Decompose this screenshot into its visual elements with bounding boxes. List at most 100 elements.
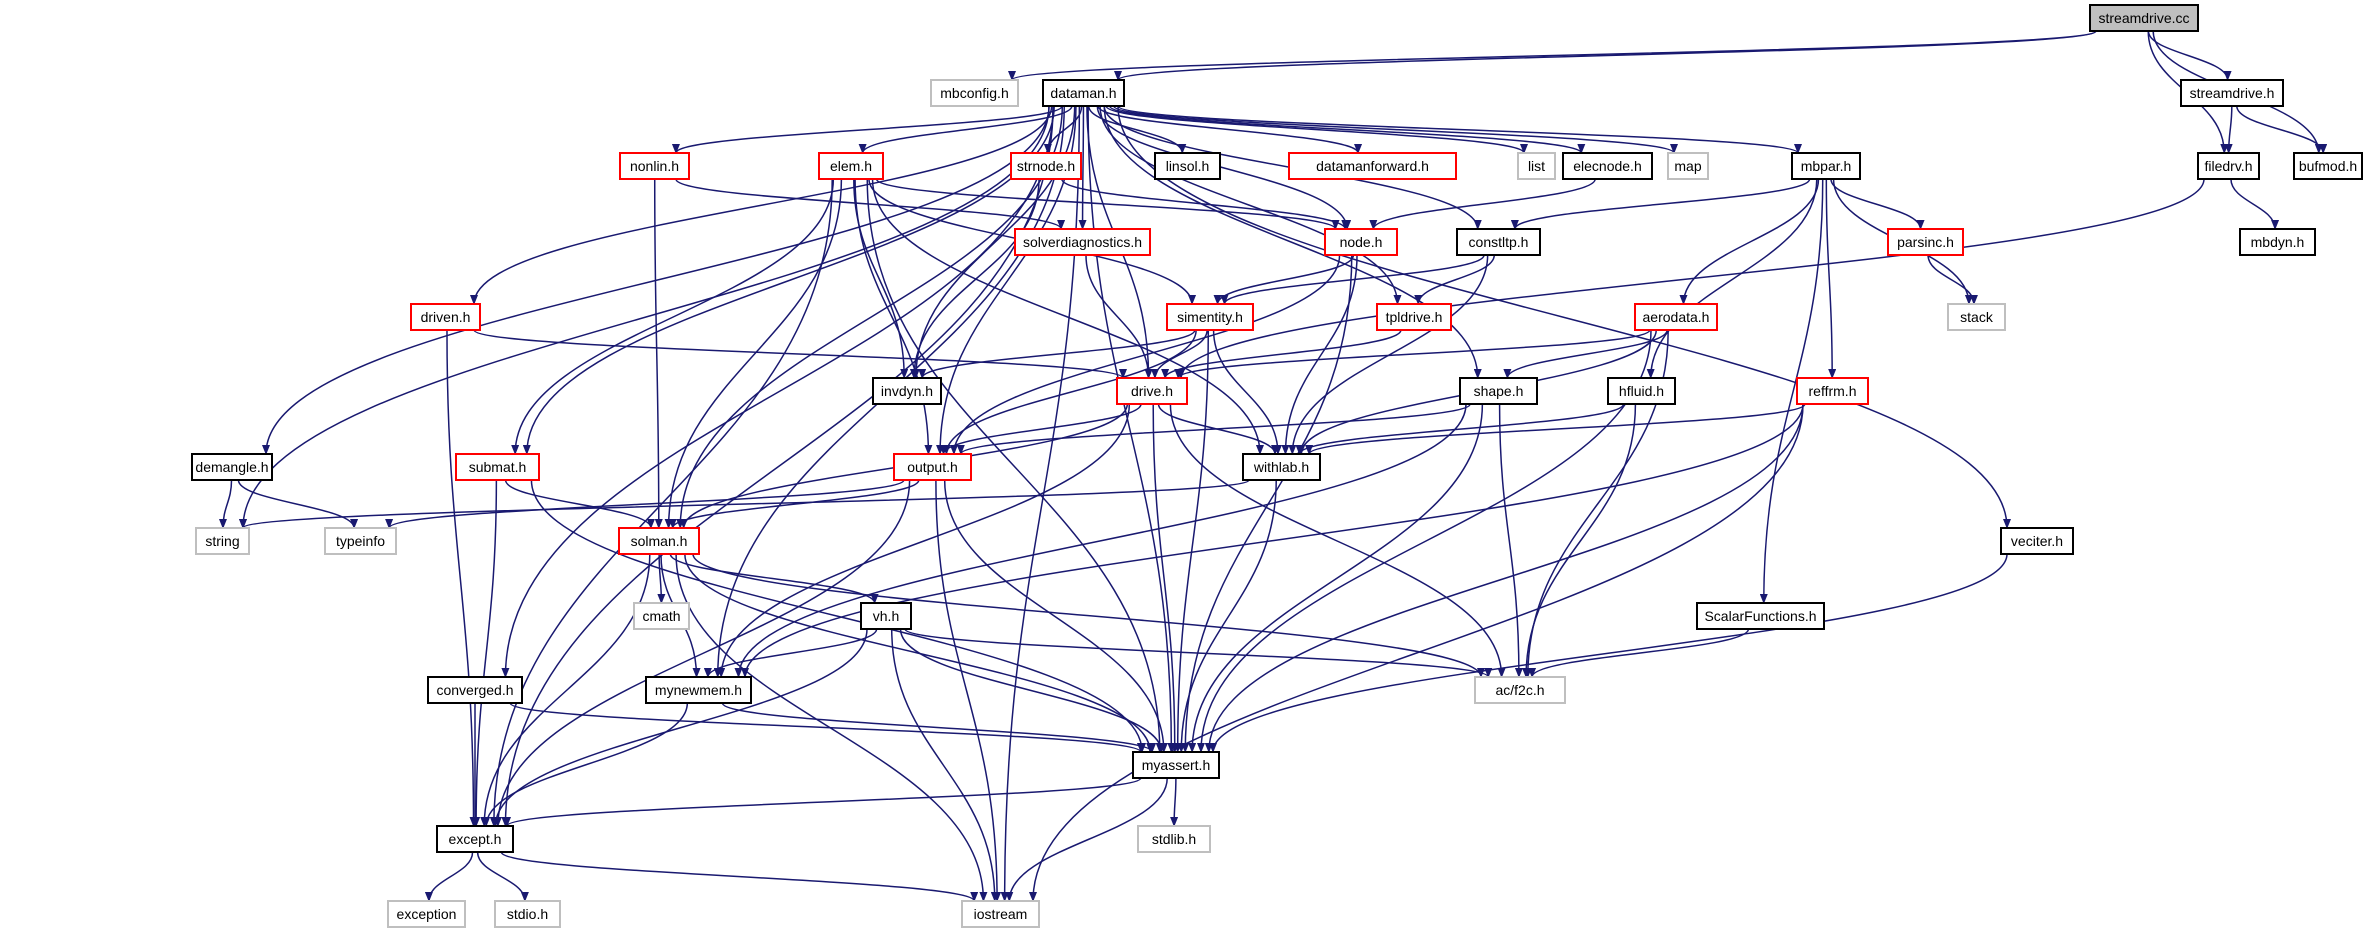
node-box[interactable] [1042, 79, 1125, 107]
node-box[interactable] [195, 527, 250, 555]
node-solverdiagnostics-h[interactable]: solverdiagnostics.h [1014, 228, 1151, 256]
node-datamanforward-h[interactable]: datamanforward.h [1288, 152, 1457, 180]
node-box[interactable] [1887, 228, 1964, 256]
node-box[interactable] [872, 377, 942, 405]
node-box[interactable] [1459, 377, 1538, 405]
node-ac-f2c-h[interactable]: ac/f2c.h [1474, 676, 1566, 704]
node-stdlib-h[interactable]: stdlib.h [1137, 825, 1211, 853]
node-mbpar-h[interactable]: mbpar.h [1791, 152, 1861, 180]
node-invdyn-h[interactable]: invdyn.h [872, 377, 942, 405]
node-map[interactable]: map [1667, 152, 1709, 180]
node-reffrm-h[interactable]: reffrm.h [1796, 377, 1869, 405]
node-box[interactable] [1137, 825, 1211, 853]
node-dataman-h[interactable]: dataman.h [1042, 79, 1125, 107]
node-linsol-h[interactable]: linsol.h [1154, 152, 1221, 180]
node-cmath[interactable]: cmath [633, 602, 690, 630]
node-box[interactable] [1154, 152, 1221, 180]
node-parsinc-h[interactable]: parsinc.h [1887, 228, 1964, 256]
node-myassert-h[interactable]: myassert.h [1132, 751, 1220, 779]
node-nonlin-h[interactable]: nonlin.h [619, 152, 690, 180]
node-box[interactable] [1242, 453, 1321, 481]
node-box[interactable] [436, 825, 514, 853]
node-box[interactable] [324, 527, 397, 555]
node-output-h[interactable]: output.h [893, 453, 972, 481]
node-box[interactable] [1667, 152, 1709, 180]
node-box[interactable] [1132, 751, 1220, 779]
node-submat-h[interactable]: submat.h [455, 453, 540, 481]
node-box[interactable] [893, 453, 972, 481]
node-vh-h[interactable]: vh.h [860, 602, 912, 630]
node-box[interactable] [618, 527, 700, 555]
node-stack[interactable]: stack [1947, 303, 2006, 331]
node-box[interactable] [2239, 228, 2316, 256]
node-box[interactable] [1014, 228, 1151, 256]
node-mbdyn-h[interactable]: mbdyn.h [2239, 228, 2316, 256]
node-elem-h[interactable]: elem.h [818, 152, 884, 180]
node-typeinfo[interactable]: typeinfo [324, 527, 397, 555]
node-strnode-h[interactable]: strnode.h [1010, 152, 1082, 180]
node-filedrv-h[interactable]: filedrv.h [2197, 152, 2260, 180]
node-box[interactable] [191, 453, 273, 481]
node-box[interactable] [1947, 303, 2006, 331]
node-drive-h[interactable]: drive.h [1116, 377, 1188, 405]
node-string[interactable]: string [195, 527, 250, 555]
node-box[interactable] [1634, 303, 1718, 331]
node-scalarfunctions-h[interactable]: ScalarFunctions.h [1696, 602, 1825, 630]
node-exception[interactable]: exception [387, 900, 466, 928]
node-bufmod-h[interactable]: bufmod.h [2293, 152, 2363, 180]
node-withlab-h[interactable]: withlab.h [1242, 453, 1321, 481]
node-box[interactable] [930, 79, 1019, 107]
node-demangle-h[interactable]: demangle.h [191, 453, 273, 481]
node-box[interactable] [1116, 377, 1188, 405]
node-box[interactable] [645, 676, 752, 704]
node-constltp-h[interactable]: constltp.h [1456, 228, 1541, 256]
node-simentity-h[interactable]: simentity.h [1166, 303, 1254, 331]
node-box[interactable] [2197, 152, 2260, 180]
node-box[interactable] [410, 303, 481, 331]
node-box[interactable] [494, 900, 561, 928]
node-driven-h[interactable]: driven.h [410, 303, 481, 331]
node-box[interactable] [1796, 377, 1869, 405]
node-box[interactable] [1010, 152, 1082, 180]
node-node-h[interactable]: node.h [1324, 228, 1398, 256]
node-shape-h[interactable]: shape.h [1459, 377, 1538, 405]
node-solman-h[interactable]: solman.h [618, 527, 700, 555]
node-box[interactable] [1696, 602, 1825, 630]
node-box[interactable] [2000, 527, 2074, 555]
node-list[interactable]: list [1517, 152, 1556, 180]
node-box[interactable] [1166, 303, 1254, 331]
node-stdio-h[interactable]: stdio.h [494, 900, 561, 928]
node-aerodata-h[interactable]: aerodata.h [1634, 303, 1718, 331]
node-box[interactable] [860, 602, 912, 630]
node-box[interactable] [1376, 303, 1452, 331]
node-box[interactable] [818, 152, 884, 180]
node-streamdrive-h[interactable]: streamdrive.h [2180, 79, 2284, 107]
node-veciter-h[interactable]: veciter.h [2000, 527, 2074, 555]
node-box[interactable] [1607, 377, 1676, 405]
node-mynewmem-h[interactable]: mynewmem.h [645, 676, 752, 704]
node-mbconfig-h[interactable]: mbconfig.h [930, 79, 1019, 107]
node-box[interactable] [1791, 152, 1861, 180]
node-box[interactable] [619, 152, 690, 180]
node-box[interactable] [455, 453, 540, 481]
node-box[interactable] [961, 900, 1040, 928]
node-iostream[interactable]: iostream [961, 900, 1040, 928]
node-converged-h[interactable]: converged.h [427, 676, 523, 704]
node-box[interactable] [1456, 228, 1541, 256]
node-box[interactable] [387, 900, 466, 928]
node-box[interactable] [1517, 152, 1556, 180]
node-box[interactable] [633, 602, 690, 630]
node-tpldrive-h[interactable]: tpldrive.h [1376, 303, 1452, 331]
node-box[interactable] [427, 676, 523, 704]
node-box[interactable] [1324, 228, 1398, 256]
node-except-h[interactable]: except.h [436, 825, 514, 853]
node-box[interactable] [2293, 152, 2363, 180]
node-hfluid-h[interactable]: hfluid.h [1607, 377, 1676, 405]
node-box[interactable] [2089, 4, 2199, 32]
node-box[interactable] [1474, 676, 1566, 704]
node-box[interactable] [1288, 152, 1457, 180]
node-streamdrive-cc[interactable]: streamdrive.cc [2089, 4, 2199, 32]
node-box[interactable] [1562, 152, 1653, 180]
node-elecnode-h[interactable]: elecnode.h [1562, 152, 1653, 180]
node-box[interactable] [2180, 79, 2284, 107]
